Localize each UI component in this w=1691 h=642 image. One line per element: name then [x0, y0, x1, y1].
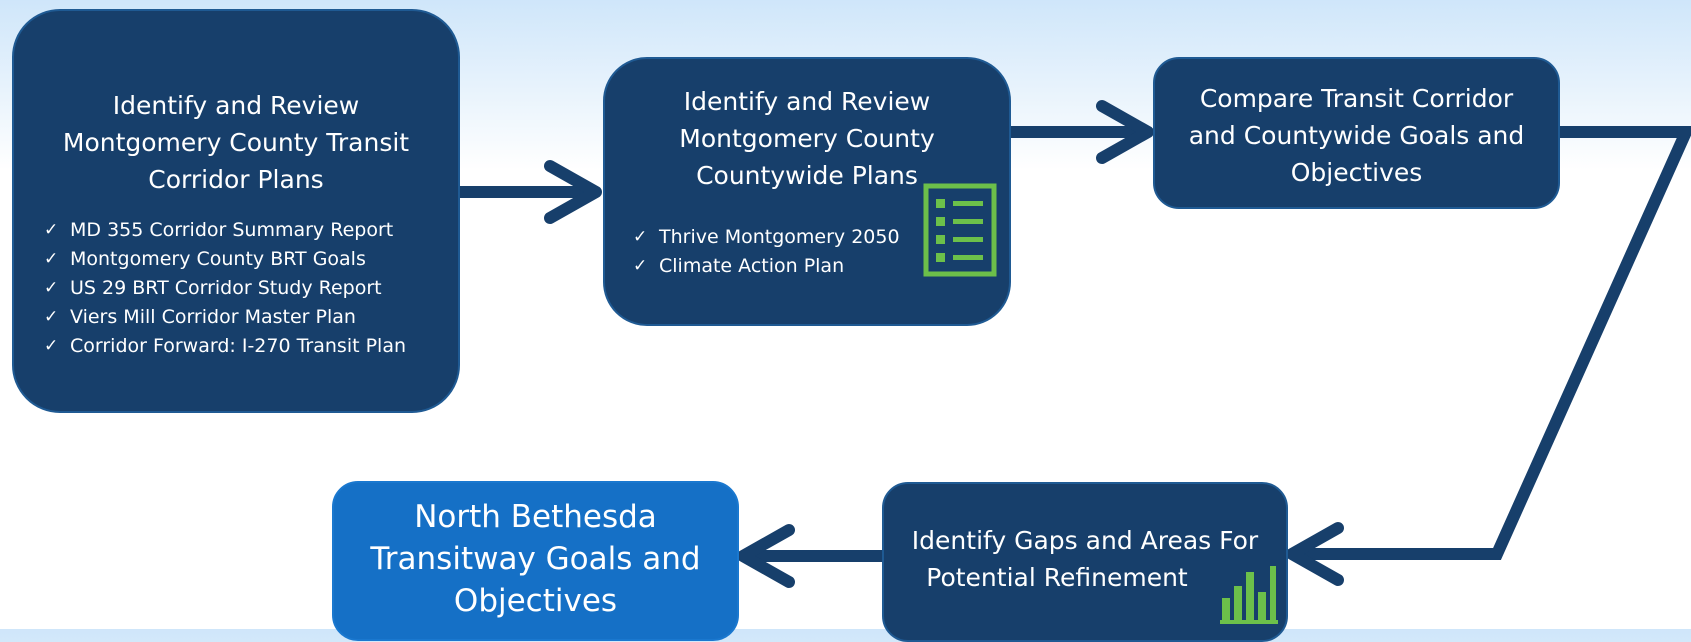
arrowhead-into-result: [737, 524, 795, 588]
title-line: Identify and Review: [112, 91, 360, 120]
step-title: Identify and Review Montgomery County Tr…: [14, 87, 458, 198]
check-icon: ✓: [633, 227, 648, 247]
title-line: Montgomery County: [679, 124, 935, 153]
checklist-item: ✓ Thrive Montgomery 2050: [633, 223, 900, 252]
arrowhead-into-gaps: [1286, 522, 1344, 586]
title-line: Transitway Goals and: [370, 541, 701, 577]
checklist-item: ✓ Climate Action Plan: [633, 252, 900, 281]
checklist-item-label: MD 355 Corridor Summary Report: [70, 219, 394, 241]
checklist-item: ✓ Viers Mill Corridor Master Plan: [44, 303, 406, 332]
checklist-icon: [923, 183, 997, 277]
title-line: Objectives: [453, 583, 618, 619]
title-line: and Countywide Goals and: [1188, 121, 1525, 150]
check-icon: ✓: [44, 336, 59, 356]
check-icon: ✓: [44, 278, 59, 298]
checklist-item-label: Climate Action Plan: [659, 255, 845, 277]
step-title: Identify and Review Montgomery County Co…: [605, 83, 1009, 194]
title-line: North Bethesda: [414, 499, 657, 535]
title-line: Identify and Review: [683, 87, 931, 116]
title-line: Objectives: [1290, 158, 1423, 187]
checklist-item: ✓ Corridor Forward: I-270 Transit Plan: [44, 332, 406, 361]
arrowhead-countywide-to-compare: [1096, 100, 1154, 164]
step-title: North Bethesda Transitway Goals and Obje…: [334, 496, 737, 622]
checklist-item-label: Corridor Forward: I-270 Transit Plan: [70, 335, 407, 357]
check-icon: ✓: [633, 256, 648, 276]
arrowhead-transit-to-countywide: [544, 160, 602, 224]
step-result-goals: North Bethesda Transitway Goals and Obje…: [332, 481, 739, 641]
step-identify-gaps: Identify Gaps and Areas For Potential Re…: [882, 482, 1288, 642]
checklist-item-label: US 29 BRT Corridor Study Report: [70, 277, 382, 299]
title-line: Countywide Plans: [696, 161, 918, 190]
checklist-item-label: Thrive Montgomery 2050: [659, 226, 900, 248]
step-title: Compare Transit Corridor and Countywide …: [1155, 80, 1558, 191]
checklist: ✓ Thrive Montgomery 2050 ✓ Climate Action …: [633, 223, 900, 281]
title-line: Identify Gaps and Areas For: [911, 526, 1259, 555]
check-icon: ✓: [44, 220, 59, 240]
title-line: Potential Refinement: [926, 563, 1188, 592]
check-icon: ✓: [44, 307, 59, 327]
bar-chart-icon: [1220, 566, 1278, 624]
connector-compare-to-gaps: [1292, 126, 1691, 560]
flow-connectors: [458, 100, 1691, 588]
checklist-item-label: Montgomery County BRT Goals: [70, 248, 366, 270]
checklist: ✓ MD 355 Corridor Summary Report ✓ Montgom…: [44, 216, 406, 361]
step-title: Identify Gaps and Areas For Potential Re…: [884, 522, 1286, 596]
step-compare-goals: Compare Transit Corridor and Countywide …: [1153, 57, 1560, 209]
step-countywide-plans: Identify and Review Montgomery County Co…: [603, 57, 1011, 326]
step-transit-corridor-plans: Identify and Review Montgomery County Tr…: [12, 9, 460, 413]
check-icon: ✓: [44, 249, 59, 269]
checklist-item: ✓ MD 355 Corridor Summary Report: [44, 216, 406, 245]
title-line: Compare Transit Corridor: [1199, 84, 1514, 113]
title-line: Montgomery County Transit: [62, 128, 410, 157]
title-line: Corridor Plans: [148, 165, 324, 194]
checklist-item: ✓ US 29 BRT Corridor Study Report: [44, 274, 406, 303]
checklist-item: ✓ Montgomery County BRT Goals: [44, 245, 406, 274]
checklist-item-label: Viers Mill Corridor Master Plan: [70, 306, 356, 328]
